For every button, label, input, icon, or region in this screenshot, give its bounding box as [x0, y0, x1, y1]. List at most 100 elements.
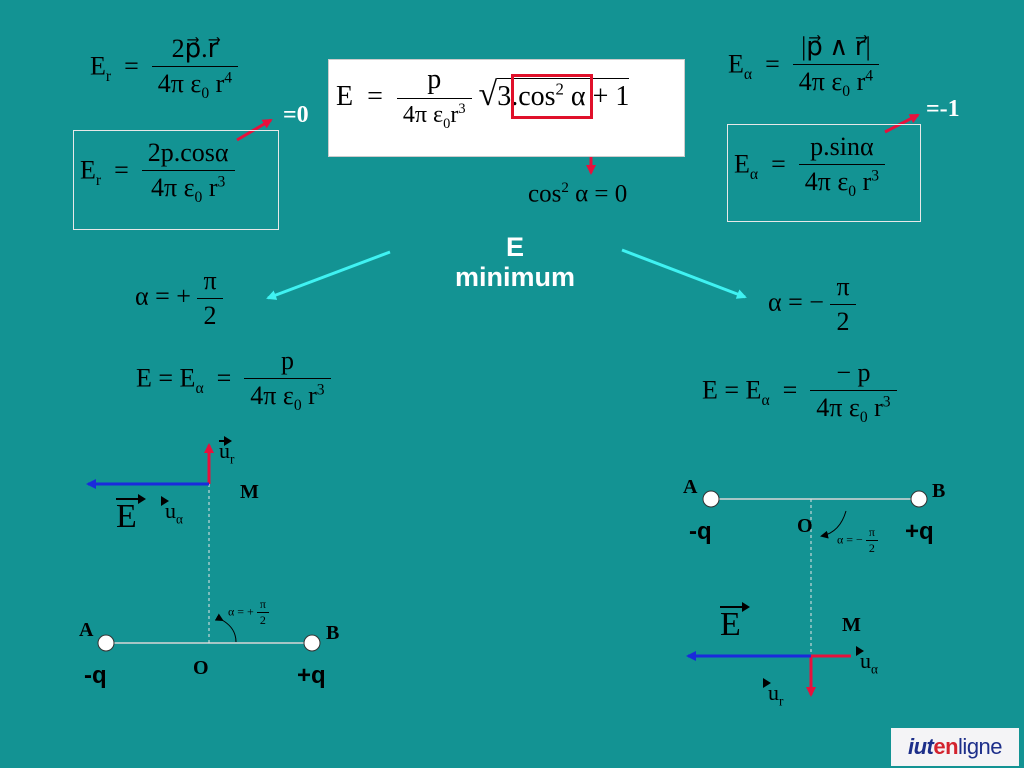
- ea-den-sup: 4: [865, 67, 874, 85]
- ea-den: 4π ε0 r4: [792, 64, 880, 101]
- right-ur-sub: r: [779, 693, 784, 709]
- er2-lhs: E = E: [702, 375, 762, 405]
- etot-den-sub: 0: [443, 115, 451, 132]
- ercos-den-sub: 0: [194, 189, 203, 207]
- cz-a: cos: [528, 180, 562, 208]
- el-frac: p 4π ε0 r3: [244, 346, 331, 415]
- er-den: 4π ε0 r4: [151, 66, 239, 103]
- left-point-b: B: [326, 622, 340, 644]
- cz-b: α = 0: [568, 180, 628, 208]
- ea-lhs-sub: α: [743, 65, 753, 83]
- er-frac: 2p⃗.r⃗ 4π ε0 r4: [151, 34, 239, 103]
- box-er-cos: [73, 130, 279, 230]
- er2-den: 4π ε0 r3: [810, 390, 897, 427]
- left-ua-label: uα: [161, 496, 183, 527]
- right-angle-den: 2: [865, 540, 878, 556]
- formula-ea-sin: Eα = p.sinα 4π ε0 r3: [734, 132, 886, 201]
- er-den-sub: 0: [201, 85, 210, 103]
- ercos-lhs: E: [80, 155, 96, 185]
- right-ua-label: uα: [856, 646, 878, 677]
- el-den-sub: 0: [293, 397, 302, 415]
- right-ua-u: u: [860, 648, 871, 673]
- sqrt-cos: cos: [518, 80, 556, 112]
- sqrt-alpha: α: [563, 80, 586, 112]
- er-lhs: E: [90, 51, 106, 81]
- ap-frac: π 2: [197, 266, 223, 331]
- easin-lhs-sub: α: [749, 165, 759, 183]
- er2-lhs-sub: α: [761, 391, 770, 409]
- left-point-a: A: [79, 619, 94, 641]
- left-angle-frac: π 2: [256, 597, 269, 628]
- ea-frac: |p⃗ ∧ r⃗| 4π ε0 r4: [792, 32, 880, 101]
- ercos-den-b: r: [202, 173, 218, 202]
- etot-den-sup: 3: [458, 101, 466, 117]
- ercos-frac: 2p.cosα 4π ε0 r3: [141, 138, 235, 207]
- right-charge-pos: +q: [905, 518, 934, 545]
- er2-den-sub: 0: [859, 409, 868, 427]
- easin-den: 4π ε0 r3: [798, 164, 886, 201]
- right-angle-lhs: α = −: [837, 532, 863, 547]
- panel-e-total: [328, 59, 685, 157]
- er2-den-a: 4π ε: [816, 393, 860, 422]
- right-angle-num: π: [868, 525, 875, 539]
- note-equals-zero: =0: [283, 102, 309, 128]
- left-angle-den: 2: [256, 612, 269, 628]
- right-ur-label: ur: [761, 678, 784, 709]
- etot-den-a: 4π ε: [402, 102, 444, 128]
- right-charge-a: [702, 490, 720, 508]
- left-ur-u: u: [219, 438, 230, 463]
- red-arrow-sin: [884, 113, 920, 134]
- ercos-lhs-sub: r: [95, 171, 102, 189]
- ercos-den: 4π ε0 r3: [141, 170, 235, 207]
- right-ur-u: u: [768, 680, 779, 705]
- easin-den-b: r: [856, 167, 872, 196]
- sqrt-cos-sup: 2: [555, 79, 564, 99]
- center-title-line2: minimum: [454, 262, 575, 292]
- formula-alpha-plus: α = + π 2: [135, 266, 223, 331]
- logo-part-ligne: ligne: [958, 734, 1003, 759]
- formula-e-right: E = Eα = − p 4π ε0 r3: [702, 358, 897, 427]
- left-ua-u: u: [165, 498, 176, 523]
- left-angle-lhs: α = +: [228, 604, 254, 619]
- right-angle-arc: [820, 510, 847, 539]
- el-den-sup: 3: [316, 381, 325, 399]
- left-ur-label: ur: [219, 436, 234, 467]
- formula-er-general: Er = 2p⃗.r⃗ 4π ε0 r4: [90, 34, 239, 103]
- er-num: 2p⃗.r⃗: [171, 34, 219, 63]
- easin-lhs: E: [734, 149, 750, 179]
- formula-alpha-minus: α = − π 2: [768, 272, 856, 337]
- right-charge-neg: -q: [689, 518, 712, 545]
- ercos-den-sup: 3: [217, 173, 226, 191]
- right-charge-b: [910, 490, 928, 508]
- sqrt-tail: + 1: [585, 80, 630, 112]
- el-lhs-sub: α: [195, 379, 204, 397]
- ea-den-b: r: [850, 67, 866, 96]
- ea-lhs: E: [728, 49, 744, 79]
- left-e-vector-label: E: [116, 494, 146, 536]
- highlighted-cos2: cos2 α: [511, 73, 593, 119]
- etot-frac: p 4π ε0r3: [396, 64, 472, 133]
- ercos-num: 2p.cosα: [147, 138, 229, 167]
- ea-num: |p⃗ ∧ r⃗|: [801, 32, 871, 61]
- am-den: 2: [830, 304, 856, 337]
- cyan-arrow-left: [266, 250, 391, 300]
- logo-part-iut: iut: [907, 734, 934, 759]
- easin-den-sub: 0: [848, 183, 857, 201]
- left-point-o: O: [193, 657, 209, 679]
- er2-den-sup: 3: [882, 393, 891, 411]
- am-frac: π 2: [830, 272, 856, 337]
- formula-e-total: E = p 4π ε0r3 √3.cos2 α + 1: [336, 64, 630, 133]
- am-num: π: [836, 272, 850, 301]
- er2-frac: − p 4π ε0 r3: [810, 358, 897, 427]
- left-ua-sub: α: [176, 511, 183, 527]
- left-angle-arc: [214, 613, 237, 643]
- logo-part-en: en: [933, 734, 959, 759]
- left-point-m: M: [240, 481, 259, 503]
- right-point-a: A: [683, 476, 698, 498]
- etot-lhs: E: [336, 80, 354, 112]
- er-den-sup: 4: [224, 69, 233, 87]
- left-charge-neg: -q: [84, 662, 107, 689]
- sqrt-a: 3.: [497, 80, 519, 112]
- sqrt-content: 3.cos2 α + 1: [497, 73, 630, 119]
